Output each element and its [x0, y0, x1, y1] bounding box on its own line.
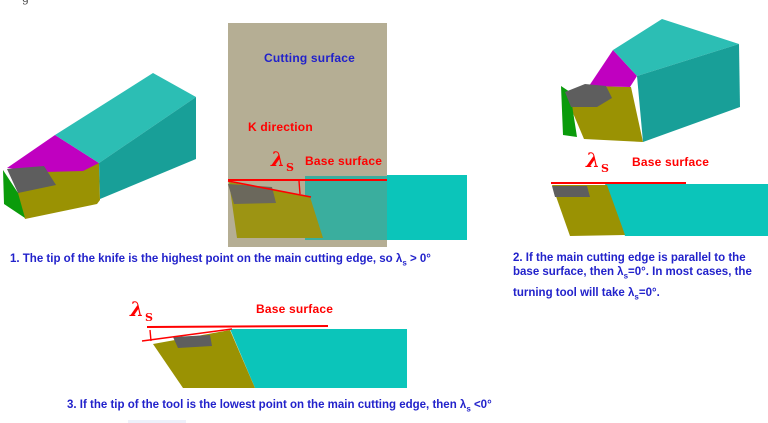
workpiece2 [605, 184, 768, 236]
angle-tick-3 [149, 329, 152, 342]
tool1-shank-top-face [55, 73, 196, 163]
base-surface-label-1: Base surface [305, 154, 383, 168]
caption-2: 2. If the main cutting edge is parallel … [513, 251, 768, 302]
tool2-gray-insert-face [565, 84, 612, 107]
tool2-side-view [551, 182, 768, 236]
tool1-magenta-face [7, 135, 99, 172]
cutting-edge-line-1 [227, 180, 312, 198]
base-surface-label-2: Base surface [632, 155, 710, 169]
angle-tick-1 [298, 180, 301, 195]
workpiece1-bright [387, 175, 467, 240]
workpiece3 [230, 329, 407, 388]
lambda-glyph: λ [271, 147, 286, 171]
tool1-side-gray-tip [228, 184, 276, 204]
caption-2-text-cont: turning tool will take λ [513, 287, 635, 299]
lambda-subscript: S [145, 311, 153, 324]
tool1-3d-view [3, 73, 196, 219]
base-surface-label-3: Base surface [256, 302, 334, 316]
lambda-subscript: S [601, 162, 609, 175]
caption-1-subscript: s [402, 258, 407, 268]
caption-3-subscript: s [466, 404, 471, 414]
lambda-s-label-1: λS [271, 149, 294, 178]
caption-2-subscript: s [623, 271, 629, 281]
tool2-magenta-face [589, 50, 637, 87]
caption-1-text: 1. The tip of the knife is the highest p… [10, 253, 403, 265]
tool2-shank-top-face [613, 19, 739, 76]
lambda-subscript: S [286, 161, 294, 174]
caption-2-text-mid: =0°. In most cases, the [628, 266, 752, 278]
tool3-side-view [141, 325, 407, 388]
caption-2-paragraph-1: 2. If the main cutting edge is parallel … [513, 251, 768, 281]
lambda-glyph: λ [130, 297, 145, 321]
tool2-shank-side-face [637, 44, 740, 142]
tool2-3d-view [561, 19, 740, 142]
clipped-bottom-text-fragment [128, 420, 186, 423]
lambda-s-label-2: λS [586, 150, 609, 179]
tool1-side-view [227, 23, 467, 247]
tool2-green-face [561, 86, 577, 137]
caption-2-paragraph-2: turning tool will take λs=0°. [513, 286, 768, 302]
caption-3: 3. If the tip of the tool is the lowest … [67, 398, 492, 414]
tool2-side-gray-tip [552, 186, 590, 197]
caption-3-text: 3. If the tip of the tool is the lowest … [67, 399, 467, 411]
base-surface-line-3 [146, 325, 329, 328]
cutting-surface-label: Cutting surface [264, 51, 356, 65]
caption-1-text-end: > 0° [406, 253, 431, 265]
tool2-side-olive-body [552, 185, 625, 236]
tool1-green-face [3, 170, 25, 218]
clipped-top-text-fragment: g [22, 0, 29, 5]
tool1-gray-insert-face [7, 166, 56, 193]
caption-2-subscript-2: s [634, 292, 639, 302]
tool1-shank-side-face [99, 97, 196, 199]
caption-3-text-end: <0° [470, 399, 492, 411]
lambda-glyph: λ [586, 148, 601, 172]
caption-2-text: 2. If the main cutting edge is parallel … [513, 252, 746, 278]
lambda-s-label-3: λS [130, 299, 153, 328]
k-direction-label: K direction [248, 120, 313, 134]
cutting-edge-line-3 [141, 328, 233, 342]
tool3-side-gray-tip [173, 335, 212, 348]
caption-2-text-end: =0°. [638, 287, 660, 299]
caption-1: 1. The tip of the knife is the highest p… [10, 252, 431, 268]
